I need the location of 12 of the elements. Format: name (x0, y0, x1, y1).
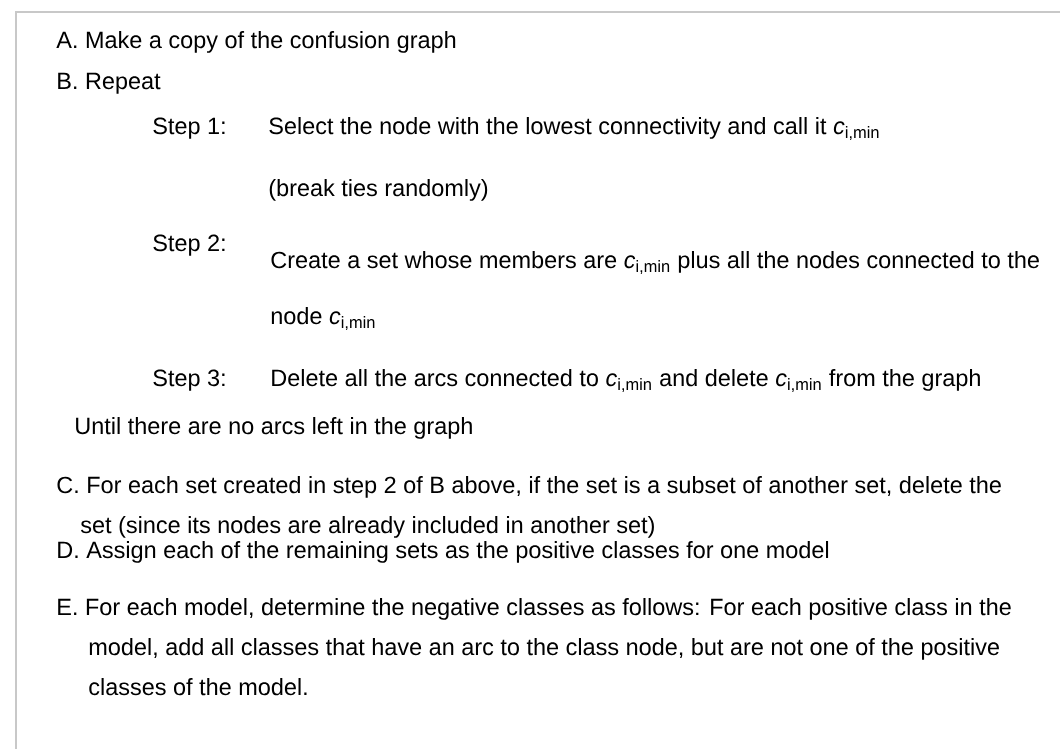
step-label: Step 1: (153, 117, 225, 139)
step-text: Delete all the arcs connected to c$_{i,min}$ and delete c$_{i,min}$ from the graph (272, 369, 980, 393)
step-text: B. Repeat (58, 72, 161, 94)
step-text: Select the node with the lowest connectivity and call it c$_{i,min}$ (269, 117, 879, 141)
step-text: D. Assign each of the remaining sets as the positive classes for one model (58, 541, 829, 563)
step-text: (break ties randomly) (269, 179, 488, 201)
step-label: Step 2: (153, 234, 225, 256)
step-text: Until there are no arcs left in the graph (76, 417, 472, 439)
step-text: C. For each set created in step 2 of B above, if the set is a subset of another set, delete the set (since its nodes are already included in another set) (57, 476, 1001, 538)
step-text: E. For each model, determine the negative classes as follows: For each positive class in the model, add all classes that have an arc to the class node, but are not one of the positive classes of the model. (58, 598, 1011, 696)
step-text: A. Make a copy of the confusion graph (56, 31, 456, 53)
step-label: Step 3: (153, 369, 225, 391)
